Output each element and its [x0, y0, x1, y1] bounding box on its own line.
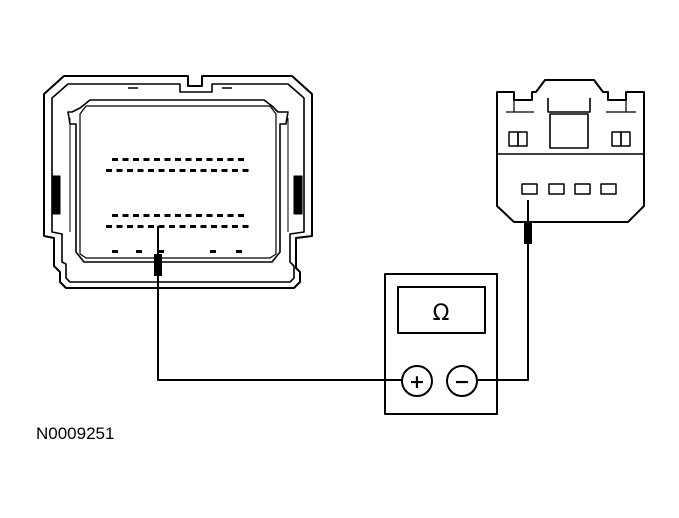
connector-pin [242, 225, 249, 228]
connector-pin [133, 214, 139, 217]
connector-pin [122, 214, 129, 217]
connector-pin [185, 214, 192, 217]
connector-pin [169, 169, 175, 172]
connector-pin [179, 169, 186, 172]
probe-left [154, 226, 162, 276]
small-connector-pin-3 [574, 183, 591, 195]
small-connector-pin-4 [600, 183, 617, 195]
ohmmeter-display [397, 286, 486, 334]
connector-pin [232, 169, 238, 172]
large-connector-left-latch [51, 175, 61, 215]
probe-right [524, 200, 532, 244]
connector-pin [190, 225, 196, 228]
connector-pin [221, 225, 228, 228]
connector-pin [190, 169, 196, 172]
connector-pin [179, 225, 186, 228]
connector-pin [227, 214, 234, 217]
connector-pin [217, 158, 223, 161]
ohmmeter [384, 273, 498, 415]
connector-pin [133, 158, 139, 161]
connector-pin [211, 225, 217, 228]
negative-terminal [446, 365, 478, 397]
test-lead-negative [478, 244, 529, 381]
connector-pin [164, 214, 171, 217]
connector-pin [158, 169, 165, 172]
connector-pin [158, 250, 164, 253]
connector-pin [211, 169, 217, 172]
positive-terminal [401, 365, 433, 397]
connector-pin [206, 158, 213, 161]
connector-pin [196, 158, 202, 161]
connector-pin [112, 158, 118, 161]
connector-pin [148, 169, 154, 172]
small-connector-pin-1 [521, 183, 538, 195]
connector-pin [136, 250, 142, 253]
connector-pin [200, 225, 207, 228]
connector-pin [175, 158, 181, 161]
connector-pin [148, 225, 154, 228]
connector-pin [200, 169, 207, 172]
connector-pin [127, 225, 133, 228]
connector-pin [236, 250, 242, 253]
large-connector-mating-face [67, 99, 289, 263]
connector-pin [112, 250, 118, 253]
connector-pin [154, 214, 160, 217]
connector-pin [106, 169, 112, 172]
connector-pin [210, 250, 216, 253]
connector-pin [112, 214, 118, 217]
connector-pin [232, 225, 238, 228]
connector-pin [206, 214, 213, 217]
connector-pin [196, 214, 202, 217]
figure-id: N0009251 [36, 424, 115, 443]
connector-pin [122, 158, 129, 161]
ohmmeter-body [384, 273, 498, 415]
small-connector-pin-2 [548, 183, 565, 195]
connector-pin [227, 158, 234, 161]
large-connector-outer-shell [43, 75, 313, 289]
connector-pin [242, 169, 249, 172]
connector-pin [116, 169, 123, 172]
large-connector-inner-shell [51, 83, 305, 283]
connector-pin [154, 158, 160, 161]
connector-pin [185, 158, 192, 161]
connector-pin [137, 169, 144, 172]
ohm-symbol: Ω [433, 301, 450, 326]
connector-pin [143, 158, 150, 161]
connector-pin [127, 169, 133, 172]
connector-pin [217, 214, 223, 217]
large-connector [43, 75, 313, 289]
connector-pin [106, 225, 112, 228]
connector-pin [169, 225, 175, 228]
connector-pin [143, 214, 150, 217]
connector-pin [158, 225, 165, 228]
large-connector-right-latch [293, 175, 303, 215]
small-connector [496, 79, 645, 223]
connector-pin [221, 169, 228, 172]
test-lead-positive [157, 276, 403, 381]
connector-pin [175, 214, 181, 217]
small-connector-latch [547, 98, 591, 113]
connector-pin [238, 158, 244, 161]
connector-pin [137, 225, 144, 228]
positive-terminal-label: + [409, 371, 425, 393]
large-connector-pins [106, 158, 249, 253]
connector-pin [238, 214, 244, 217]
connector-pin [164, 158, 171, 161]
small-connector-body [496, 79, 645, 223]
connector-pin [116, 225, 123, 228]
negative-terminal-label: − [454, 371, 470, 393]
